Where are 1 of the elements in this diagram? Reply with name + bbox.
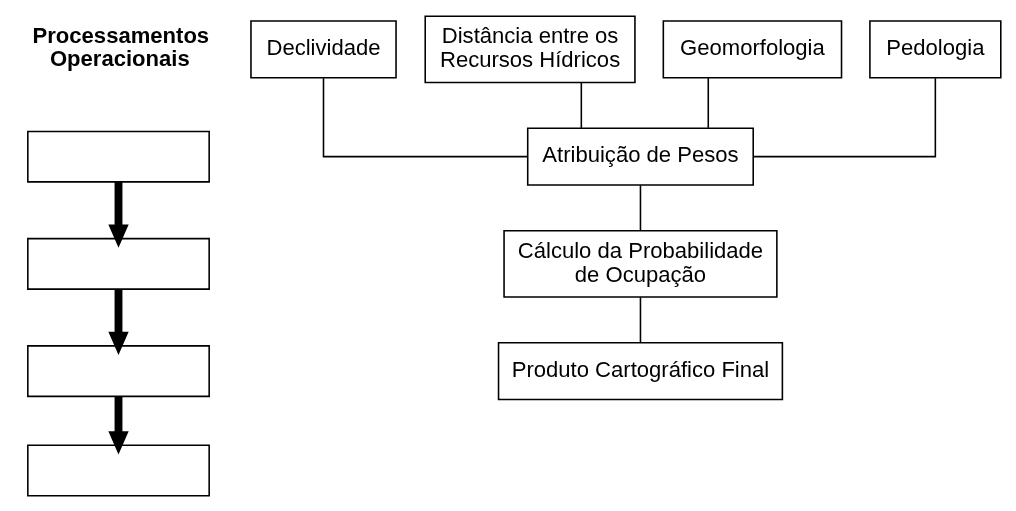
label: Processamentos Operacionais (32, 22, 210, 71)
